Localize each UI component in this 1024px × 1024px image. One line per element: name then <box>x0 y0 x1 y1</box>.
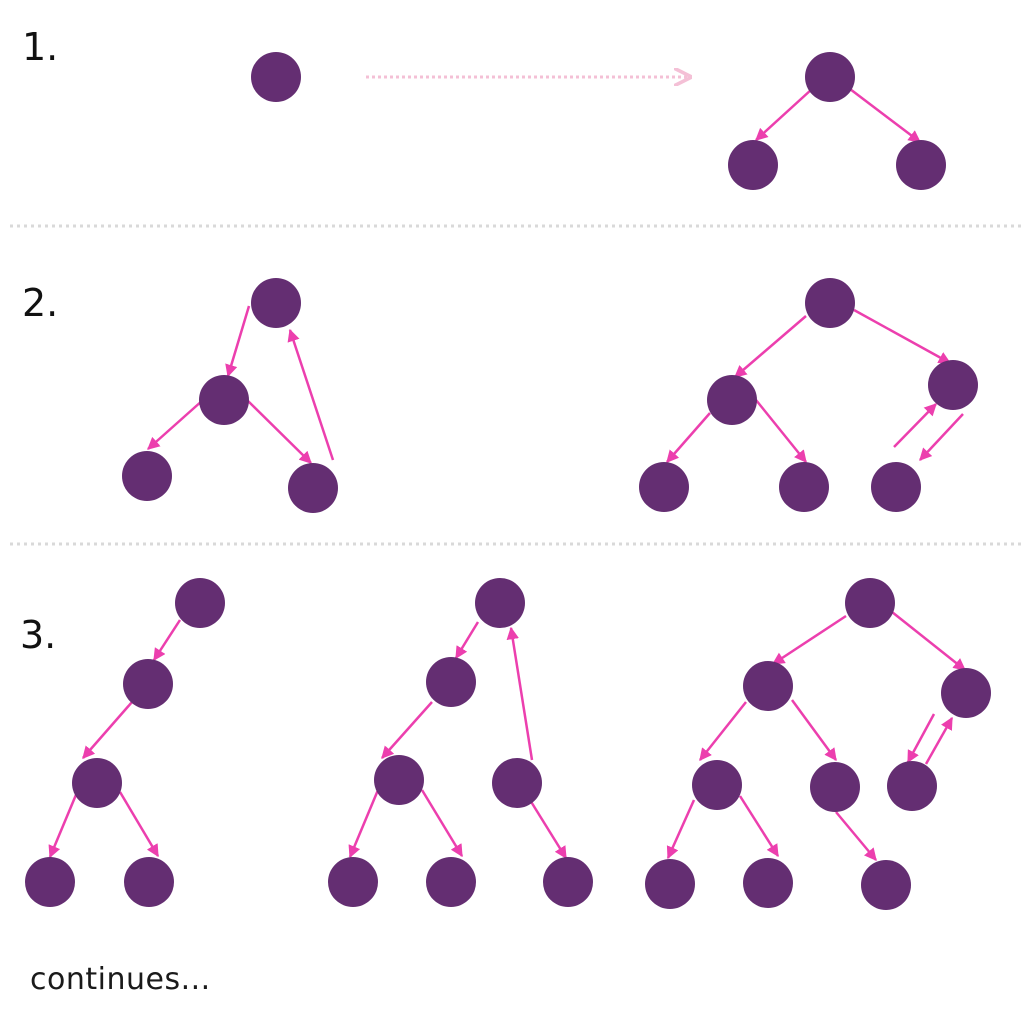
tree-edge <box>738 795 780 858</box>
tree-edge <box>348 789 380 859</box>
tree-node <box>122 451 172 501</box>
step-label-2: 2. <box>22 281 58 325</box>
tree-edge <box>755 88 813 141</box>
tree-edge <box>755 399 807 463</box>
tree-node <box>941 668 991 718</box>
tree-node <box>124 857 174 907</box>
tree-edge <box>381 701 433 759</box>
tree-node <box>861 860 911 910</box>
tree-node <box>251 52 301 102</box>
tree-edge <box>118 791 160 858</box>
tree-edge <box>147 399 204 450</box>
tree-node <box>72 758 122 808</box>
tree-node <box>543 857 593 907</box>
tree-edge <box>835 811 877 861</box>
tree-node <box>199 375 249 425</box>
tree-edge-descend <box>906 713 936 764</box>
tree-node <box>426 657 476 707</box>
tree-edge <box>666 412 711 463</box>
tree-node <box>743 858 793 908</box>
tree-node <box>728 140 778 190</box>
tree-node <box>645 859 695 909</box>
tree-edge <box>454 621 480 660</box>
tree-edge-ascend <box>893 403 937 448</box>
tree-edge <box>891 611 966 671</box>
step-label-1: 1. <box>22 25 58 69</box>
tree-edge-backtrack <box>287 328 335 461</box>
continues-caption: continues... <box>30 962 211 997</box>
tree-node <box>288 463 338 513</box>
step-1-single-node <box>251 52 301 102</box>
tree-node <box>475 578 525 628</box>
tree-edge-backtrack <box>506 626 534 761</box>
tree-node <box>426 857 476 907</box>
tree-node <box>123 659 173 709</box>
tree-edge-descend <box>919 413 964 461</box>
tree-node <box>805 52 855 102</box>
tree-node <box>707 375 757 425</box>
tree-edge <box>853 308 952 365</box>
step-1-result-tree <box>728 52 946 190</box>
tree-edge <box>48 789 80 859</box>
tree-node <box>692 760 742 810</box>
tree-edge <box>225 305 251 378</box>
step-3-right-tree <box>645 578 991 910</box>
step-2-right-tree <box>639 278 978 512</box>
step-3-left-tree <box>25 578 225 907</box>
tree-edge <box>82 701 133 759</box>
tree-node <box>928 360 978 410</box>
tree-edge <box>790 699 838 762</box>
tree-node <box>779 462 829 512</box>
step-label-3: 3. <box>20 613 56 657</box>
tree-node <box>328 857 378 907</box>
tree-edge <box>666 799 696 860</box>
tree-edge <box>246 399 312 464</box>
tree-node <box>810 762 860 812</box>
tree-node <box>871 462 921 512</box>
tree-node <box>887 761 937 811</box>
tree-edge <box>420 789 464 858</box>
step-3-middle-tree <box>328 578 593 907</box>
tree-edge <box>699 701 747 761</box>
tree-edge <box>734 315 807 378</box>
tree-edge-ascend <box>924 716 954 765</box>
tree-edge <box>528 799 568 860</box>
tree-node <box>374 755 424 805</box>
tree-node <box>896 140 946 190</box>
tree-edge <box>152 619 182 662</box>
step-2-left-tree <box>122 278 338 513</box>
tree-node <box>251 278 301 328</box>
tree-node <box>639 462 689 512</box>
tree-node <box>175 578 225 628</box>
tree-node <box>743 661 793 711</box>
tree-node <box>492 758 542 808</box>
tree-edge <box>771 614 847 666</box>
tree-edge <box>849 88 921 143</box>
tree-node <box>25 857 75 907</box>
tree-node <box>845 578 895 628</box>
tree-node <box>805 278 855 328</box>
